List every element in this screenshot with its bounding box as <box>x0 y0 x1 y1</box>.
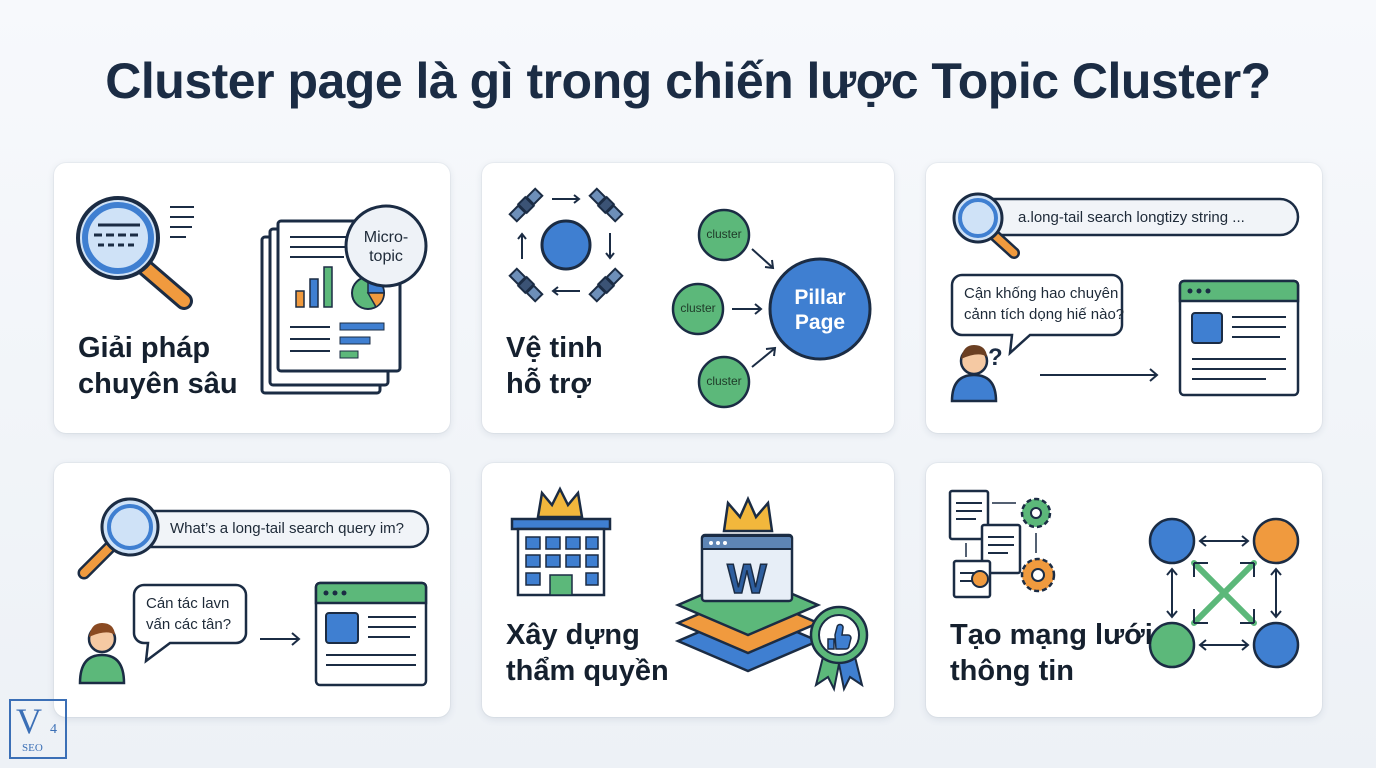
card-label-line1: Tạo mạng lưới <box>950 619 1153 651</box>
card-label-line2: chuyên sâu <box>78 368 238 400</box>
card-build-authority: W Xây dựng thẩm quyền <box>482 463 894 717</box>
logo-sub: SEO <box>22 742 43 754</box>
pillar-page-icon <box>768 257 872 361</box>
search-user-illustration: ? <box>950 192 1300 403</box>
crown-icon <box>536 486 584 519</box>
crown-icon <box>722 495 774 533</box>
magnifier-icon <box>76 196 194 310</box>
documents-gears-icon <box>948 489 1056 599</box>
card-label-line1: Giải pháp <box>78 332 211 364</box>
award-badge-icon <box>809 605 869 693</box>
magnifier-document-illustration <box>76 196 428 395</box>
speech-bubble <box>950 273 1124 357</box>
user-icon <box>950 345 998 403</box>
bidirectional-arrows-icon <box>1166 535 1282 651</box>
cluster-node-icon <box>697 208 751 262</box>
card-label-line2: thẩm quyền <box>506 655 669 687</box>
cluster-node-label: cluster <box>680 301 716 315</box>
logo-letter: V <box>16 701 42 741</box>
card-in-depth-solution: Micro-topic Giải pháp chuyên sâu <box>54 163 450 433</box>
cluster-node-icon <box>671 282 725 336</box>
webpage-icon <box>314 581 428 687</box>
arrow-icon <box>1040 368 1159 382</box>
webpage-icon <box>1178 279 1300 397</box>
search-query-text: a.long-tail search longtizy string ... <box>1018 209 1245 226</box>
thumbs-up-icon <box>827 623 852 650</box>
page-letter-icon: W <box>727 555 767 602</box>
network-illustration <box>948 489 1300 669</box>
satellite-cluster-illustration <box>508 187 872 409</box>
document-stack-icon <box>260 204 428 395</box>
logo-frame-icon <box>9 699 67 759</box>
card-long-tail-query: What’s a long-tail search query im? Cán … <box>54 463 450 717</box>
cluster-node-label: cluster <box>706 227 742 241</box>
user-icon <box>78 623 126 685</box>
satellite-icon <box>508 187 624 303</box>
micro-topic-badge: Micro-topic <box>363 229 409 265</box>
card-label-line2: thông tin <box>950 655 1075 687</box>
card-label-line1: Xây dựng <box>506 619 640 651</box>
brand-logo: V 4 SEO <box>8 698 68 760</box>
card-long-tail-search: ? a.long-tail search longtizy string ...… <box>926 163 1322 433</box>
authority-illustration: W <box>510 486 869 693</box>
cluster-node-label: cluster <box>706 374 742 388</box>
cross-arrows-icon <box>1191 560 1257 626</box>
logo-number: 4 <box>50 722 57 737</box>
search-query-text: What’s a long-tail search query im? <box>170 520 404 537</box>
query-user-illustration <box>77 497 430 687</box>
question-mark-icon: ? <box>988 344 1003 371</box>
card-label-line2: hỗ trợ <box>506 368 592 400</box>
planet-icon <box>540 219 592 271</box>
building-icon <box>510 517 612 597</box>
page-title: Cluster page là gì trong chiến lược Topi… <box>105 53 1271 109</box>
orbit-arrows <box>517 194 615 296</box>
speech-bubble <box>132 583 248 664</box>
arrow-icon <box>260 632 301 646</box>
cluster-node-icon <box>697 355 751 409</box>
magnifier-icon <box>952 192 1020 259</box>
link-arrows <box>732 248 777 368</box>
card-information-network: Tạo mạng lưới thông tin <box>926 463 1322 717</box>
network-nodes-icon <box>1148 517 1300 669</box>
magnifier-icon <box>77 497 160 580</box>
card-label-line1: Vệ tinh <box>506 332 603 364</box>
layer-stack-icon <box>674 533 822 673</box>
